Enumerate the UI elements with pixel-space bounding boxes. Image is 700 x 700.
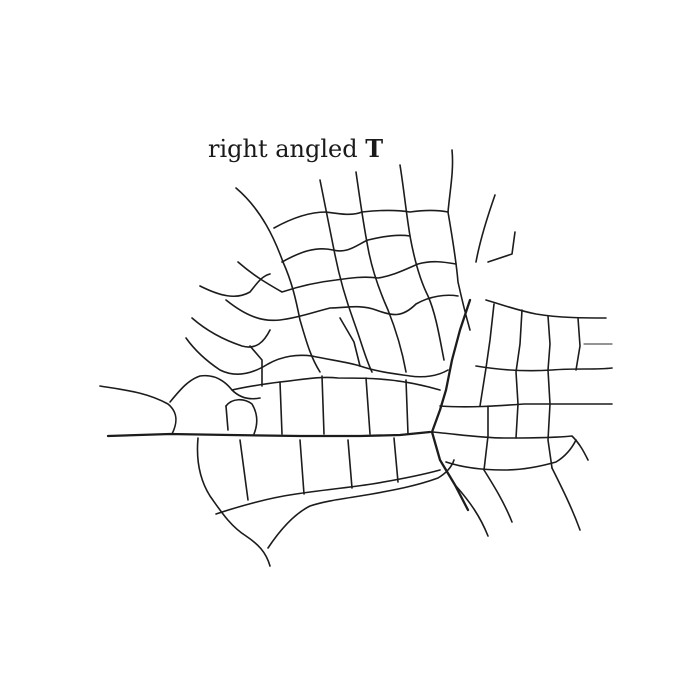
crack-mid-div-1 — [279, 381, 283, 435]
crack-upper-3 — [355, 171, 407, 373]
cross-upper-i — [339, 317, 361, 367]
crack-right-1 — [485, 299, 607, 319]
crack-mid-band — [231, 376, 441, 391]
cross-upper-h — [249, 345, 263, 387]
crack-mid-div-3 — [365, 377, 371, 435]
crack-right-div-1 — [479, 303, 495, 407]
caption-letter: T — [365, 134, 384, 163]
crack-right-3 — [439, 403, 613, 408]
crack-mid-div-2 — [321, 375, 325, 435]
cross-upper-a — [273, 209, 449, 229]
crack-upper-6 — [475, 194, 496, 263]
cross-upper-e — [199, 273, 271, 298]
crack-right-5 — [445, 439, 577, 471]
crack-right-div-3 — [547, 315, 553, 469]
crack-upper-2 — [319, 179, 373, 373]
main-crack-vertical — [430, 298, 472, 512]
crack-right-tail-2 — [551, 467, 581, 531]
cross-upper-c — [237, 260, 457, 293]
crack-lower-div-4 — [393, 437, 399, 483]
crack-right-2 — [475, 365, 613, 372]
diagram-caption: right angled T — [208, 134, 384, 163]
crack-right-div-2 — [515, 309, 523, 439]
cross-upper-b — [281, 234, 411, 263]
crack-lower-div-1 — [239, 439, 249, 501]
crack-upper-4 — [399, 164, 445, 361]
crack-right-tail-3 — [455, 485, 489, 537]
crack-mid-cell-1 — [225, 398, 258, 435]
crack-right-div-4 — [575, 317, 581, 371]
crack-lower-edge — [267, 459, 455, 549]
cross-upper-d — [225, 294, 459, 322]
cross-upper-f — [191, 317, 271, 348]
crack-upper-1 — [235, 187, 321, 373]
crack-mid-arc — [169, 374, 261, 403]
caption-text: right angled — [208, 135, 358, 163]
crack-mid-left — [99, 385, 177, 435]
crack-lower-outline — [196, 437, 271, 567]
crack-right-div-5 — [483, 405, 489, 471]
crack-mid-cell-2 — [225, 405, 229, 431]
crack-lower-div-3 — [347, 439, 353, 489]
crack-mid-div-4 — [405, 379, 409, 435]
cross-upper-g — [185, 337, 449, 378]
crack-upper-5 — [447, 149, 471, 331]
crack-upper-7 — [487, 231, 516, 263]
crack-lower-base — [215, 469, 441, 515]
crack-lower-div-2 — [299, 439, 305, 495]
crack-right-tail-1 — [483, 469, 513, 523]
crack-right-4 — [431, 431, 589, 461]
main-crack-horizontal — [106, 430, 432, 438]
